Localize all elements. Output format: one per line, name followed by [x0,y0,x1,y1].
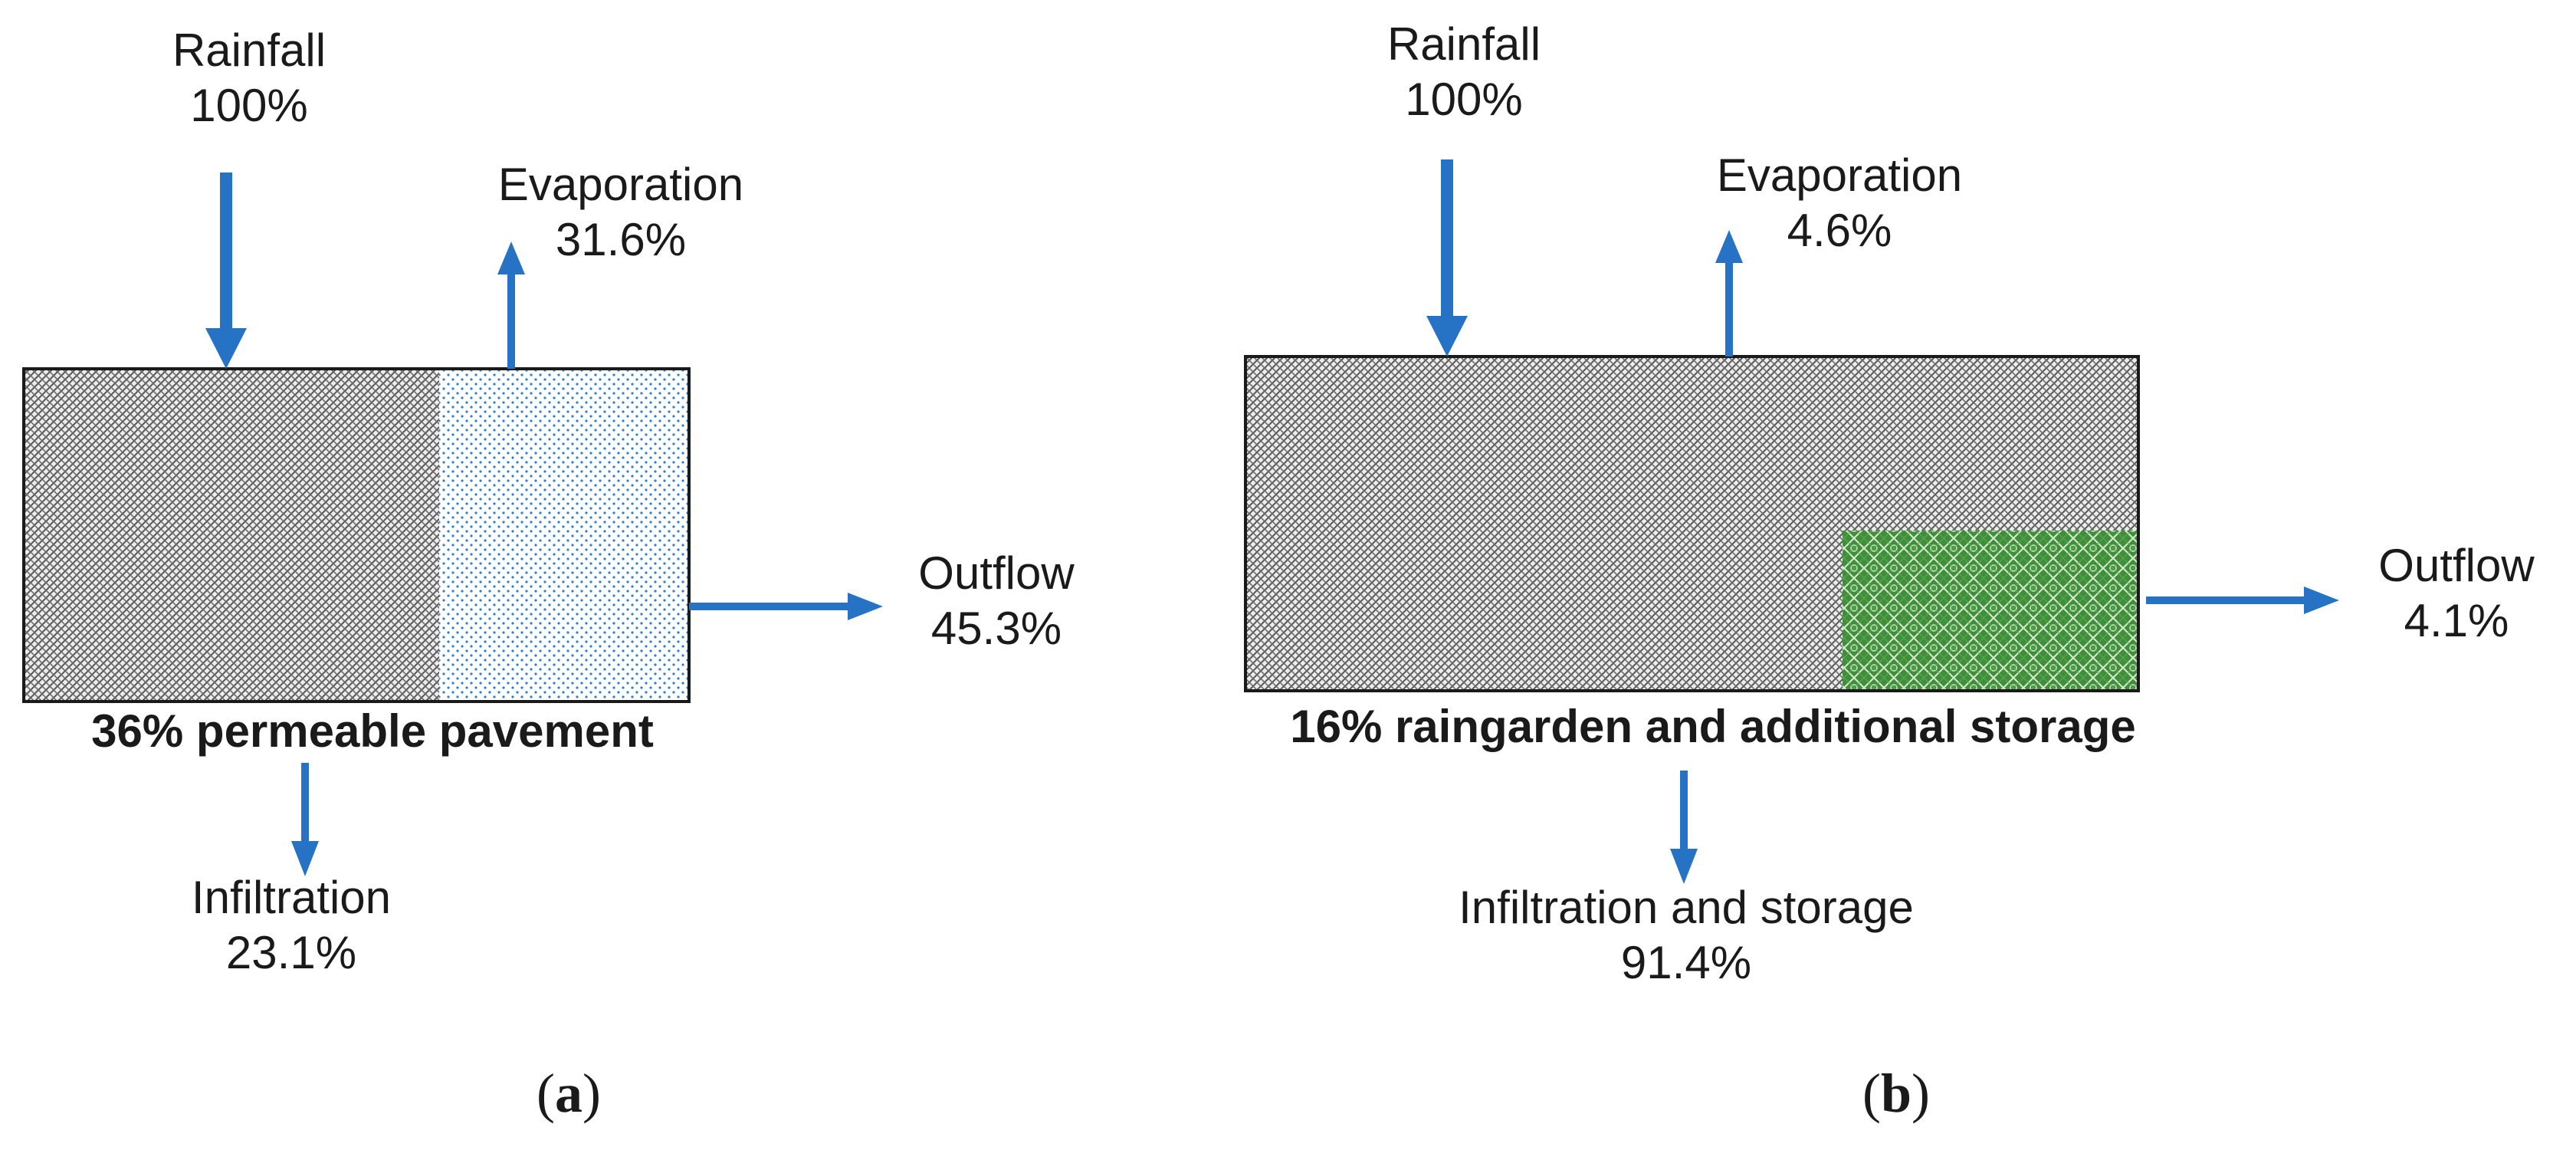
evaporation-name: Evaporation [1716,150,1963,201]
evaporation-value: 31.6% [555,214,687,265]
subfigure-label: (b) [1862,1062,1930,1125]
subfigure-close: ) [1911,1063,1931,1124]
caption-text: 16% raingarden and additional storage [1290,701,2136,752]
outflow-label: Outflow 45.3% [881,546,1111,656]
outflow-value: 4.1% [2404,595,2509,646]
outflow-value: 45.3% [930,603,1062,654]
caption: 36% permeable pavement [43,704,702,759]
infiltration-value: 91.4% [1620,937,1752,988]
rainfall-name: Rainfall [172,25,327,76]
subfigure-open: ( [1862,1063,1881,1124]
infiltration-value: 23.1% [225,927,357,978]
caption: 16% raingarden and additional storage [1245,699,2181,754]
catchment-box [1244,355,2140,692]
evaporation-value: 4.6% [1787,205,1892,256]
rainfall-value: 100% [190,80,308,131]
infiltration-label: Infiltration 23.1% [153,870,429,981]
subfigure-label: (a) [537,1062,601,1125]
outflow-arrow [689,593,883,620]
outflow-name: Outflow [918,547,1075,599]
infiltration-label: Infiltration and storage 91.4% [1357,880,2016,991]
panel-b-diagram [1244,159,2339,884]
panel-a: Rainfall 100% Evaporation 31.6% Outflow … [0,0,1226,1160]
rainfall-label: Rainfall 100% [1353,17,1575,127]
impervious-area [24,369,439,702]
evaporation-arrow [497,242,525,369]
outflow-label: Outflow 4.1% [2341,538,2571,649]
evaporation-name: Evaporation [497,159,744,210]
infiltration-arrow [291,763,319,876]
catchment-box [22,367,691,703]
subfigure-close: ) [582,1063,601,1124]
evaporation-label: Evaporation 31.6% [475,157,766,268]
panel-b: Rainfall 100% Evaporation 4.6% Outflow 4… [1226,0,2576,1160]
evaporation-arrow [1715,230,1743,357]
infiltration-name: Infiltration and storage [1459,882,1914,933]
rainfall-name: Rainfall [1386,18,1541,70]
panel-a-diagram [22,173,883,876]
permeable-pavement-area [439,369,689,702]
subfigure-letter: b [1880,1063,1912,1124]
raingarden-area [1843,531,2138,691]
rainfall-arrow [205,173,247,369]
rainfall-label: Rainfall 100% [138,23,360,133]
outflow-name: Outflow [2378,540,2535,591]
subfigure-letter: a [554,1063,582,1124]
rainfall-arrow [1426,159,1468,357]
subfigure-open: ( [537,1063,555,1124]
infiltration-arrow [1670,771,1698,884]
evaporation-label: Evaporation 4.6% [1694,148,1985,258]
outflow-arrow [2146,587,2339,614]
rainfall-value: 100% [1405,74,1523,125]
caption-text: 36% permeable pavement [91,705,654,757]
infiltration-name: Infiltration [191,872,392,923]
